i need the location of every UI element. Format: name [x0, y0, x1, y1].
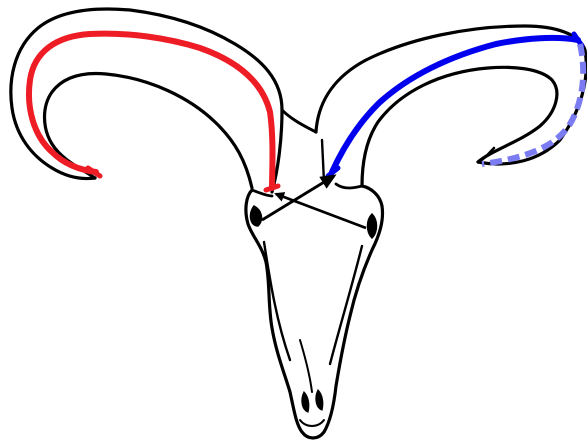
left-horn-ridge	[282, 110, 316, 132]
measurements	[29, 34, 583, 228]
right-horn-inner-outline	[362, 67, 557, 186]
center-notch	[322, 140, 324, 182]
skull	[246, 184, 383, 438]
right-face-line	[330, 246, 362, 364]
left-horn-inner-outline	[45, 74, 253, 188]
left-nostril	[302, 392, 309, 412]
right-eye-socket	[368, 214, 377, 238]
snout-tip	[300, 420, 324, 426]
left-horn-length-line	[29, 34, 273, 188]
right-horn	[316, 26, 586, 186]
left-horn-length-start-tick	[266, 186, 278, 190]
right-horn-tip-extension-line	[482, 44, 583, 164]
left-eye-socket	[251, 206, 262, 226]
right-nostril	[316, 390, 323, 410]
skull-top-right	[336, 184, 362, 188]
right-horn-length-start-tick	[328, 168, 338, 176]
cross-arrow-right-eye-to-left-horn	[276, 194, 366, 228]
nasal-line	[300, 340, 312, 392]
skull-outline	[246, 186, 383, 438]
